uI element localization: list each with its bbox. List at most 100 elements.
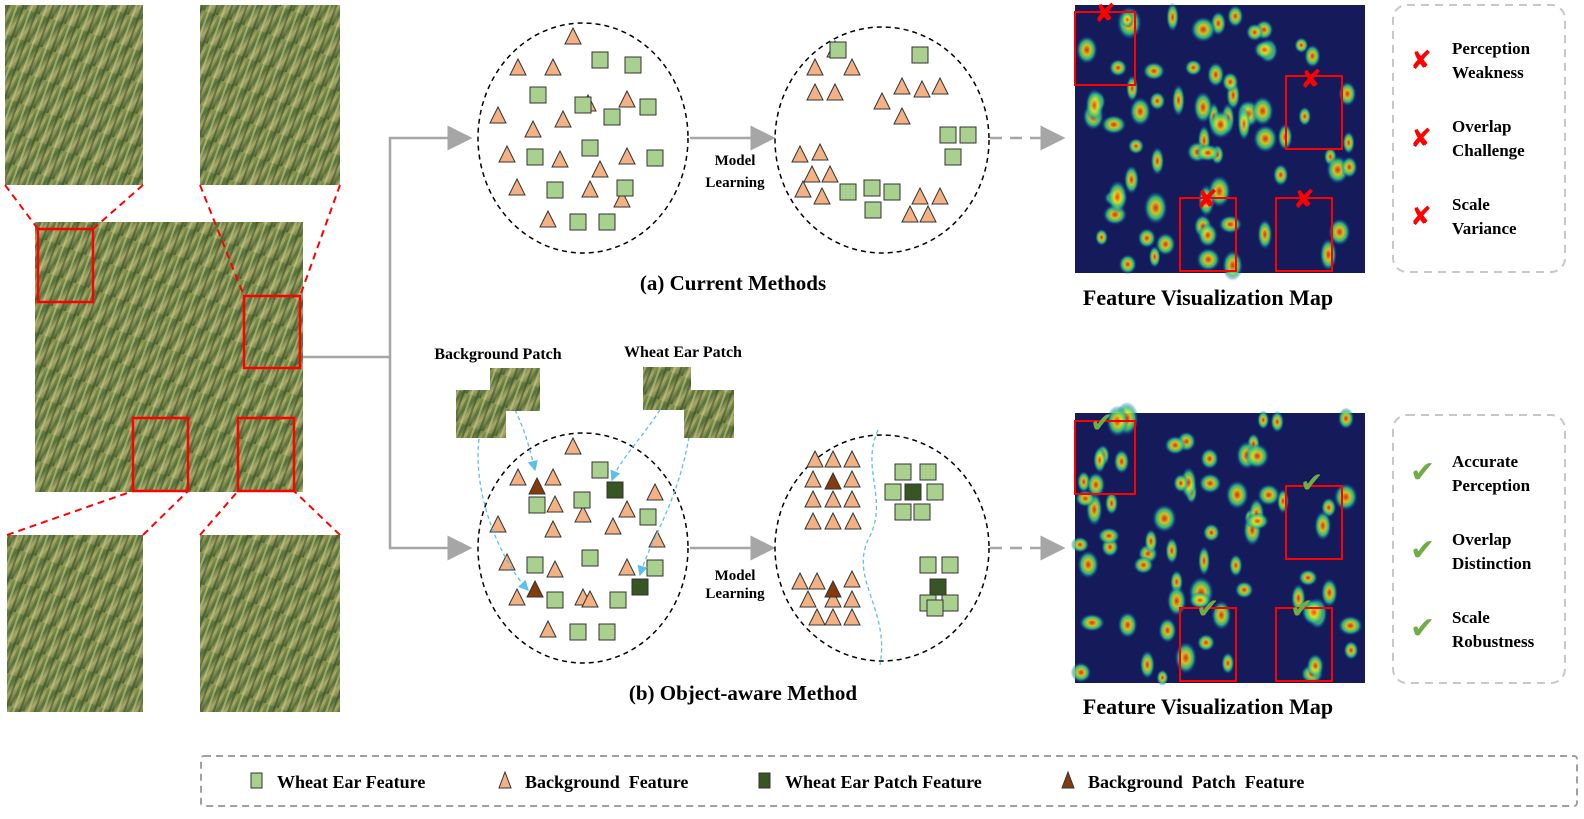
region-box <box>1074 11 1136 86</box>
activation-blob <box>1085 88 1104 123</box>
activation-blob <box>1342 131 1355 155</box>
activation-blob <box>1097 527 1121 545</box>
activation-blob <box>1079 613 1106 632</box>
activation-blob <box>1253 124 1278 153</box>
region-box <box>1275 197 1333 272</box>
wheat-ear-patch-image <box>684 390 734 438</box>
wheat-ear-feature-mark <box>569 213 587 231</box>
background-feature-mark <box>919 204 937 223</box>
check-icon: ✔ <box>1196 592 1219 625</box>
background-patch-feature-mark <box>528 476 546 495</box>
background-feature-mark <box>913 79 931 98</box>
background-feature-mark <box>804 511 822 530</box>
wheat-ear-patch-label: Wheat Ear Patch <box>624 344 742 361</box>
background-feature-mark <box>618 557 636 576</box>
wheat-ear-feature-mark <box>609 591 627 609</box>
activation-blob <box>1149 91 1166 111</box>
background-feature-mark <box>489 105 507 124</box>
background-feature-mark <box>498 144 516 163</box>
background-feature-mark <box>901 204 919 223</box>
sample-patches <box>456 367 734 438</box>
background-feature-mark <box>539 619 557 638</box>
background-feature-mark <box>893 76 911 95</box>
activation-blob <box>1237 106 1251 141</box>
wheat-ear-feature-mark <box>941 594 959 612</box>
activation-blob <box>1234 581 1254 599</box>
legend-box <box>200 755 1578 807</box>
wheat-ear-feature-mark <box>624 56 642 74</box>
activation-blob <box>1174 641 1198 675</box>
region-box <box>1285 75 1343 150</box>
background-feature-mark <box>613 189 631 208</box>
problem-label: Scale <box>1452 195 1490 214</box>
background-feature-mark <box>808 571 826 590</box>
activation-blob <box>1118 254 1137 275</box>
wheat-ear-feature-mark <box>646 149 664 167</box>
wheat-ear-feature-mark <box>911 46 929 64</box>
wheat-ear-feature-mark <box>639 98 657 116</box>
activation-blob <box>1108 58 1128 77</box>
activation-blob <box>1166 2 1179 32</box>
activation-blob <box>1077 550 1100 579</box>
region-box <box>236 416 296 493</box>
background-feature-mark <box>564 26 582 45</box>
background-feature-mark <box>508 177 526 196</box>
advantage-label: Accurate <box>1452 452 1519 471</box>
crop-photo-top-right <box>200 5 340 185</box>
activation-blob <box>1139 650 1156 680</box>
advantage-label: Robustness <box>1452 632 1535 651</box>
background-patch-feature-mark <box>824 579 842 598</box>
activation-blob <box>1198 473 1222 494</box>
activation-blob <box>1314 510 1332 541</box>
activation-blob <box>1244 443 1270 469</box>
legend-square-icon <box>758 772 771 789</box>
wheat-ear-patch-feature-mark <box>606 481 624 499</box>
background-feature-mark <box>618 146 636 165</box>
activation-blob <box>1328 218 1351 246</box>
background-feature-mark <box>498 552 516 571</box>
cross-icon: ✘ <box>1293 185 1315 215</box>
feature-maps <box>1070 2 1365 686</box>
background-feature-mark <box>539 209 557 228</box>
background-patch-feature-mark <box>824 471 842 490</box>
check-icon: ✔ <box>1410 611 1435 646</box>
feature-space-after-a <box>774 26 990 254</box>
activation-blob <box>1333 482 1358 511</box>
wheat-ear-feature-mark <box>546 591 564 609</box>
cross-icon: ✘ <box>1094 0 1116 29</box>
activation-blob <box>1320 578 1338 608</box>
region-box <box>1179 607 1237 682</box>
background-feature-mark <box>794 179 812 198</box>
activation-blob <box>1337 615 1363 636</box>
feature-marks <box>489 26 977 641</box>
legend-label: Wheat Ear Patch Feature <box>785 772 982 792</box>
background-feature-mark <box>508 587 526 606</box>
background-feature-mark <box>509 57 527 76</box>
background-feature-mark <box>808 607 826 626</box>
wheat-ear-feature-mark <box>913 503 931 521</box>
wheat-ear-patch-feature-mark <box>631 578 649 596</box>
wheat-ear-feature-mark <box>526 148 544 166</box>
activation-blob <box>1166 585 1187 617</box>
wheat-ear-patch-image <box>643 367 691 410</box>
activation-blob <box>1173 473 1189 493</box>
activation-blob <box>1319 238 1337 272</box>
wheat-ear-feature-mark <box>863 179 881 197</box>
legend-label: Background Patch Feature <box>1088 772 1304 792</box>
wheat-ear-feature-mark <box>529 86 547 104</box>
region-box <box>242 294 302 370</box>
background-feature-mark <box>791 144 809 163</box>
feature-map-caption: Feature Visualization Map <box>1083 694 1333 719</box>
activation-blob <box>1257 483 1281 506</box>
region-box <box>131 416 190 493</box>
background-feature-mark <box>618 499 636 518</box>
wheat-photos <box>4 5 341 712</box>
activation-blob <box>1245 512 1270 530</box>
activation-blob <box>1200 447 1219 470</box>
activation-blob <box>1193 91 1213 124</box>
activation-blob <box>1253 40 1276 60</box>
activation-blob <box>1144 528 1158 554</box>
activation-blob <box>1196 247 1221 272</box>
background-feature-mark <box>821 164 839 183</box>
